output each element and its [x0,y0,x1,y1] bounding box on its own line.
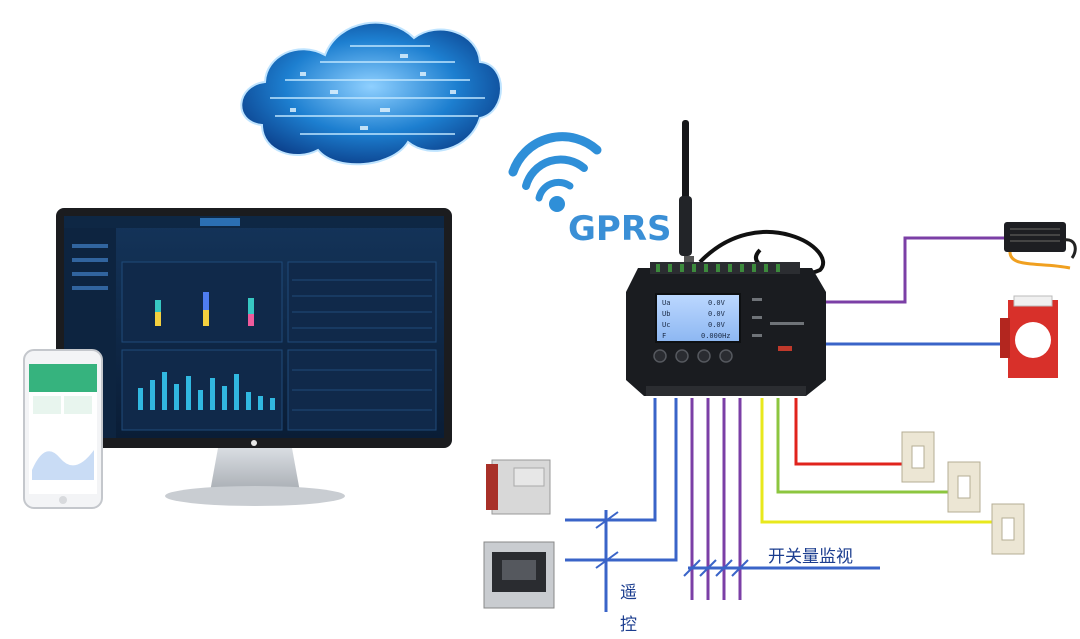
antenna-icon [679,120,825,276]
cloud-icon [240,21,502,166]
device-button-3[interactable] [697,349,711,363]
remote-control-label-2: 控 [620,615,637,635]
device-button-1[interactable] [653,349,667,363]
sensor-icon [1004,222,1077,270]
lcd-row-ua-name: Ua [662,299,670,307]
monitor-icon [56,208,452,506]
device-lcd [655,293,741,343]
gprs-label: GPRS [568,209,672,249]
device-button-2[interactable] [675,349,689,363]
lcd-row-f-name: F [662,332,666,340]
ct-clamp-icon [1000,295,1058,378]
lcd-row-ua-value: 0.0V [708,299,726,307]
current-transformer-icon [901,431,1025,555]
remote-control-label-1: 遥 [620,583,637,603]
lcd-row-uc-value: 0.0V [708,321,726,329]
phone-icon [23,349,103,509]
breaker-icon [483,459,555,609]
lcd-row-uc-name: Uc [662,321,670,329]
lcd-row-ub-value: 0.0V [708,310,726,318]
lcd-row-f-value: 0.000Hz [701,332,731,340]
switch-monitor-label: 开关量监视 [768,547,853,567]
wifi-icon [508,132,602,212]
device-button-4[interactable] [719,349,733,363]
signal-wires [565,236,1005,612]
lcd-row-ub-name: Ub [662,310,670,318]
monitoring-device: Ua 0.0V Ub 0.0V Uc 0.0V F 0.000Hz [626,262,826,396]
